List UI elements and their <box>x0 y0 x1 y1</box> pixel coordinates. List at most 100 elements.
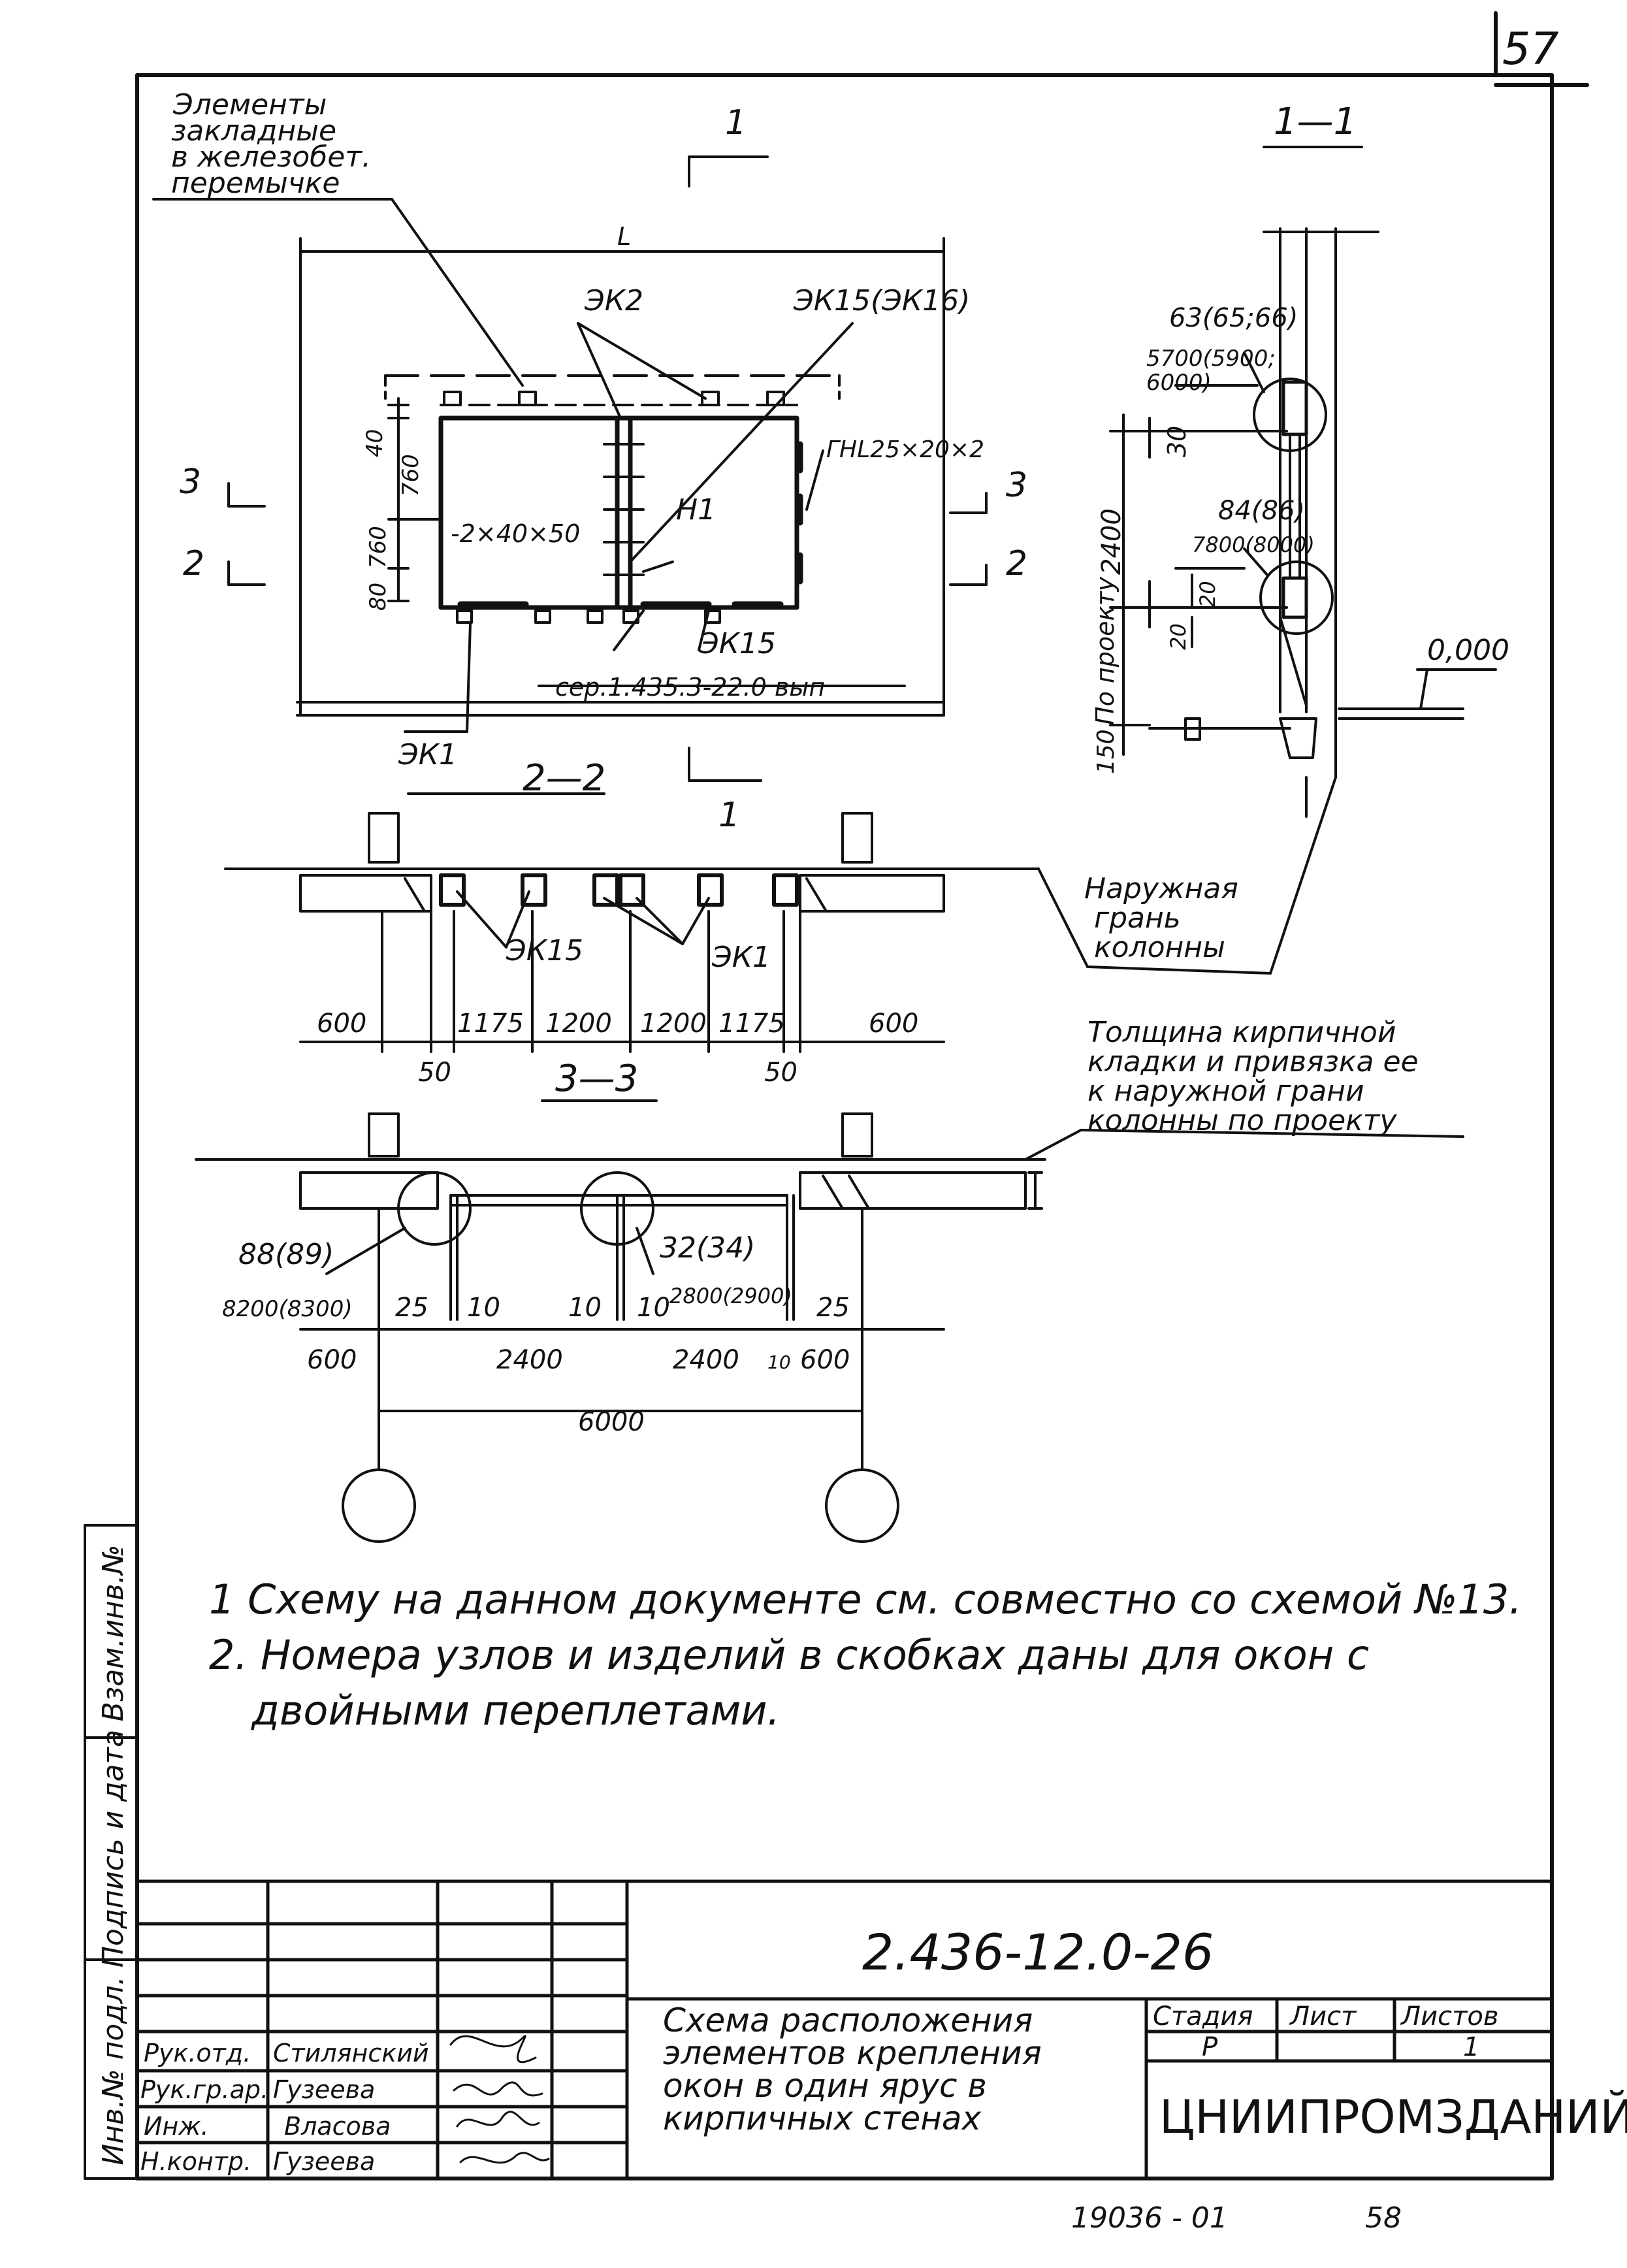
dim-2-2-600a: 600 <box>317 1009 366 1039</box>
masonry-note-3: к наружной грани <box>1087 1075 1364 1108</box>
label-strip: -2×40×50 <box>451 519 580 548</box>
note-1: 1 Схему на данном документе см. совместн… <box>209 1576 1522 1623</box>
zero-mark: 0,000 <box>1427 634 1509 667</box>
title-line-2: элементов крепления <box>663 2034 1042 2072</box>
cut-mark-3-right: 3 <box>1006 466 1027 505</box>
masonry-note-2: кладки и привязка ее <box>1087 1045 1419 1078</box>
label-ek15-16: ЭК15(ЭК16) <box>793 284 970 317</box>
node-32-elev: 2800(2900) <box>669 1284 792 1308</box>
signatures <box>449 2035 550 2164</box>
title-line-1: Схема расположения <box>663 2001 1033 2039</box>
dim-2-2-1175b: 1175 <box>718 1009 785 1039</box>
dim-3-3-10a: 10 <box>467 1293 500 1323</box>
node-32: 32(34) <box>660 1231 755 1265</box>
label-ek15-plan: ЭК15 <box>698 627 776 660</box>
sheets-label: Листов <box>1400 2001 1498 2032</box>
outer-face-1: Наружная <box>1084 872 1238 905</box>
dim-3-3-2400b: 2400 <box>673 1345 739 1375</box>
node-84: 84(86) <box>1218 496 1305 526</box>
dim-3-3-10c: 10 <box>637 1293 670 1323</box>
section-3-3-title: 3—3 <box>555 1058 638 1100</box>
section-3-3: 3—3 88(89) 8200(8300) 32(34) 2800(2900) … <box>195 1016 1464 1543</box>
label-series: сер.1.435.3-22.0 вып <box>555 673 825 702</box>
dim-1-1-20b: 20 <box>1166 623 1191 650</box>
label-ek1-s22: ЭК1 <box>711 941 771 974</box>
title-line-3: окон в один ярус в <box>663 2067 987 2105</box>
embedded-label-1: Элементы <box>172 88 327 122</box>
label-h1: Н1 <box>676 493 716 526</box>
name-3: Власова <box>284 2112 391 2141</box>
title-block <box>135 1879 1554 2180</box>
title-line-4: кирпичных стенах <box>663 2099 982 2137</box>
node-88-elev: 8200(8300) <box>222 1296 353 1322</box>
role-1: Рук.отд. <box>144 2039 251 2067</box>
cut-mark-1-top: 1 <box>725 103 747 142</box>
dim-3-3-600b: 600 <box>800 1345 850 1375</box>
label-gn: ГНL25×20×2 <box>826 436 984 463</box>
dim-2-2-50b: 50 <box>764 1058 797 1088</box>
footer-code: 19036 - 01 <box>1071 2201 1228 2235</box>
node-63-elev: 5700(5900; <box>1146 346 1276 372</box>
cut-mark-2-right: 2 <box>1006 544 1027 583</box>
section-2-2-title: 2—2 <box>523 757 605 800</box>
sheet-label: Лист <box>1289 2001 1357 2032</box>
name-4: Гузеева <box>273 2147 375 2176</box>
dim-3-3-600a: 600 <box>307 1345 357 1375</box>
dim-1-1-150: 150 <box>1093 729 1120 774</box>
name-2: Гузеева <box>273 2075 375 2104</box>
outer-face-3: колонны <box>1094 931 1225 964</box>
role-4: Н.контр. <box>140 2147 251 2176</box>
outer-face-2: грань <box>1094 901 1181 935</box>
dim-2-2-1200a: 1200 <box>545 1009 612 1039</box>
doc-code: 2.436-12.0-26 <box>862 1923 1214 1981</box>
section-1-1: 1—1 63(65;66) 5700(5900; 6000) 84(86) 78… <box>1091 101 1509 975</box>
section-2-2: 2—2 ЭК15 ЭК1 Наружная грань колонны 600 … <box>224 757 1272 1088</box>
side-stamp <box>84 1524 138 2180</box>
node-88: 88(89) <box>238 1238 334 1271</box>
footer-page: 58 <box>1365 2201 1402 2235</box>
sheets-value: 1 <box>1463 2032 1479 2062</box>
node-63: 63(65;66) <box>1169 303 1298 333</box>
node-63-elev2: 6000) <box>1146 370 1212 396</box>
dim-1-1-30: 30 <box>1163 426 1191 457</box>
dim-3-3-25a: 25 <box>395 1293 428 1323</box>
dim-2-2-1200b: 1200 <box>640 1009 707 1039</box>
dim-1-1-by-project: По проекту <box>1091 576 1120 725</box>
dim-3-3-10b: 10 <box>568 1293 602 1323</box>
stage-label: Стадия <box>1153 2001 1253 2032</box>
masonry-note-1: Толщина кирпичной <box>1087 1016 1396 1049</box>
section-1-1-title: 1—1 <box>1274 101 1357 143</box>
label-ek2: ЭК2 <box>584 284 643 317</box>
note-2: 2. Номера узлов и изделий в скобках даны… <box>209 1631 1369 1679</box>
dim-plan-760b: 760 <box>365 526 391 568</box>
role-2: Рук.гр.ар. <box>140 2075 268 2104</box>
cut-mark-1-bottom: 1 <box>718 796 740 835</box>
dim-plan-80: 80 <box>365 583 391 611</box>
role-3: Инж. <box>144 2112 209 2141</box>
dim-2-2-50a: 50 <box>418 1058 451 1088</box>
organization: ЦНИИПРОМЗДАНИЙ <box>1159 2090 1627 2144</box>
stage-value: Р <box>1202 2032 1218 2062</box>
dim-2-2-1175a: 1175 <box>457 1009 524 1039</box>
node-84-elev: 7800(8000) <box>1192 532 1315 557</box>
embedded-label-4: перемычке <box>171 167 340 200</box>
stamp-signature: Подпись и дата <box>97 1730 130 1968</box>
notes: 1 Схему на данном документе см. совместн… <box>209 1576 1522 1734</box>
embedded-label-2: закладные <box>171 114 336 148</box>
dim-3-3-6000: 6000 <box>578 1407 645 1437</box>
label-ek15-s22: ЭК15 <box>506 934 583 967</box>
stamp-inv: Инв.№ подл. <box>97 1976 130 2165</box>
cut-mark-2-left: 2 <box>183 544 204 583</box>
dim-3-3-2400a: 2400 <box>496 1345 563 1375</box>
dim-plan-40: 40 <box>362 429 388 457</box>
label-ek1-plan: ЭК1 <box>398 738 457 771</box>
plan-view: Элементы закладные в железобет. перемычк… <box>152 88 1027 835</box>
dim-3-3-25b: 25 <box>816 1293 850 1323</box>
name-1: Стилянский <box>273 2039 429 2067</box>
dim-1-1-2400: 2400 <box>1097 508 1127 575</box>
dim-l: L <box>617 222 631 251</box>
dim-3-3-10d: 10 <box>767 1352 791 1373</box>
dim-plan-760a: 760 <box>398 454 424 496</box>
